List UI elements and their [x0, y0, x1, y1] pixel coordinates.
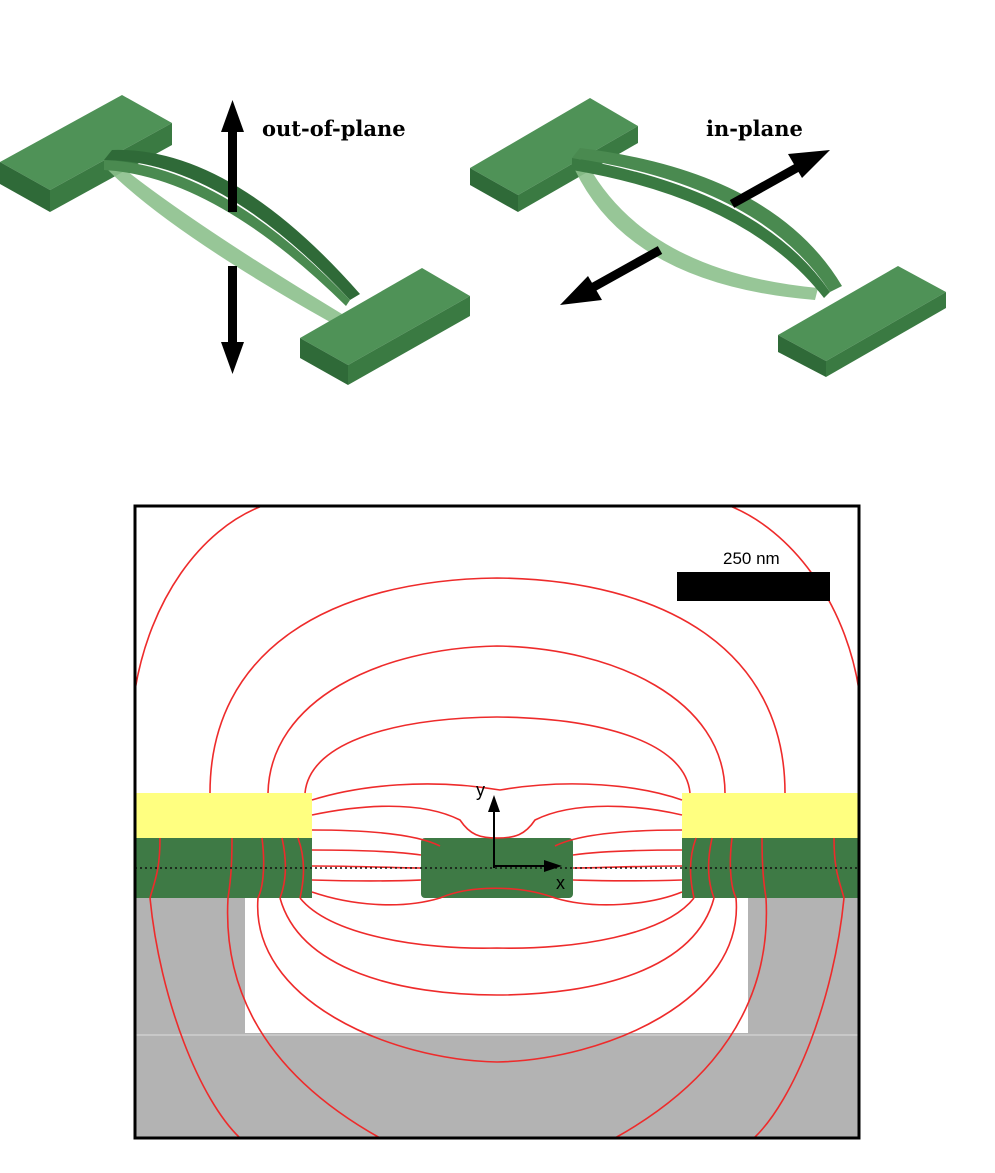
- in-plane-label: in-plane: [706, 116, 803, 141]
- beam-deflected-shape: [575, 165, 818, 300]
- x-axis-label: x: [556, 873, 565, 893]
- in-plane-mode-illustration: in-plane: [470, 98, 946, 377]
- out-of-plane-label: out-of-plane: [262, 116, 406, 141]
- right-anchor-pad: [778, 266, 946, 377]
- in-plane-arrow: [560, 150, 830, 305]
- y-axis-label: y: [476, 780, 485, 800]
- plot-frame: [133, 504, 861, 1140]
- cross-section-plot: y x 250 nm: [133, 504, 861, 1140]
- field-lines: [135, 506, 859, 1138]
- out-of-plane-arrow: [221, 100, 244, 374]
- left-electrode: [135, 793, 312, 838]
- right-anchor-pad: [300, 268, 470, 385]
- scale-bar-label: 250 nm: [723, 549, 780, 568]
- right-electrode: [682, 793, 859, 838]
- coordinate-axes: y x: [476, 780, 565, 893]
- substrate: [135, 898, 859, 1138]
- scale-bar: 250 nm: [677, 549, 830, 601]
- beam-rest-shape: [572, 148, 842, 292]
- out-of-plane-mode-illustration: out-of-plane: [0, 95, 470, 385]
- beam-deflected-shape: [108, 164, 342, 322]
